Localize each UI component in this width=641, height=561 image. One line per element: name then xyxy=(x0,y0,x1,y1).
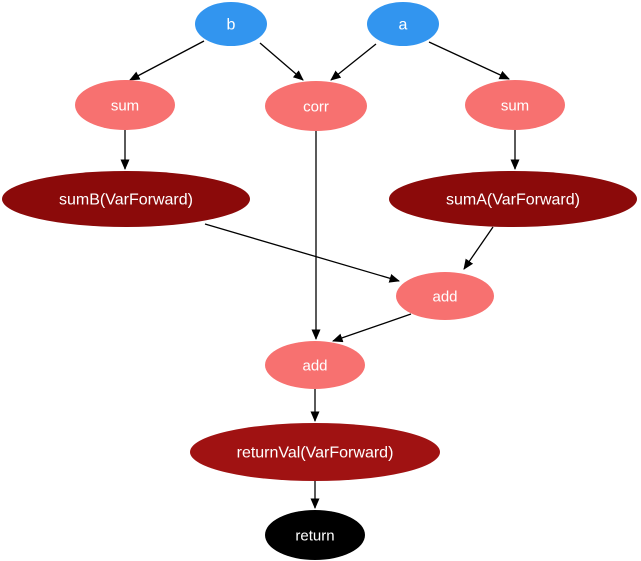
edge-a-to-corr xyxy=(330,43,377,81)
node-shape-add1 xyxy=(396,272,494,320)
node-shape-sum_a xyxy=(465,80,565,130)
node-b: b xyxy=(195,2,267,46)
node-label-b: b xyxy=(227,17,236,34)
edge-b-to-sum_b xyxy=(129,40,205,81)
node-label-sumB: sumB(VarForward) xyxy=(59,192,193,209)
node-add1: add xyxy=(396,272,494,320)
node-label-add2: add xyxy=(302,357,327,374)
node-shape-sum_b xyxy=(75,80,175,130)
node-shape-returnVal xyxy=(190,423,440,481)
node-label-returnVal: returnVal(VarForward) xyxy=(237,445,394,462)
edge-sumA-to-add1 xyxy=(463,226,494,270)
node-a: a xyxy=(367,2,439,46)
edge-a-to-sum_a xyxy=(428,41,510,80)
node-label-add1: add xyxy=(432,288,457,305)
edges-layer xyxy=(120,40,520,509)
node-shape-add2 xyxy=(265,341,365,389)
node-sum_a: sum xyxy=(465,80,565,130)
node-sumB: sumB(VarForward) xyxy=(2,171,250,227)
node-sumA: sumA(VarForward) xyxy=(389,171,637,227)
node-shape-a xyxy=(367,2,439,46)
node-shape-return xyxy=(265,510,365,560)
node-label-sum_a: sum xyxy=(501,97,529,114)
edge-b-to-corr xyxy=(259,42,304,81)
node-add2: add xyxy=(265,341,365,389)
node-returnVal: returnVal(VarForward) xyxy=(190,423,440,481)
node-label-a: a xyxy=(399,17,408,34)
edge-add1-to-add2 xyxy=(332,313,412,343)
node-shape-sumA xyxy=(389,171,637,227)
node-return: return xyxy=(265,510,365,560)
edge-sumB-to-add1 xyxy=(204,223,400,283)
node-shape-sumB xyxy=(2,171,250,227)
node-corr: corr xyxy=(265,81,367,131)
node-label-sumA: sumA(VarForward) xyxy=(446,192,580,209)
node-shape-b xyxy=(195,2,267,46)
node-sum_b: sum xyxy=(75,80,175,130)
node-label-return: return xyxy=(295,527,334,544)
node-label-sum_b: sum xyxy=(111,97,139,114)
node-shape-corr xyxy=(265,81,367,131)
node-label-corr: corr xyxy=(303,98,329,115)
